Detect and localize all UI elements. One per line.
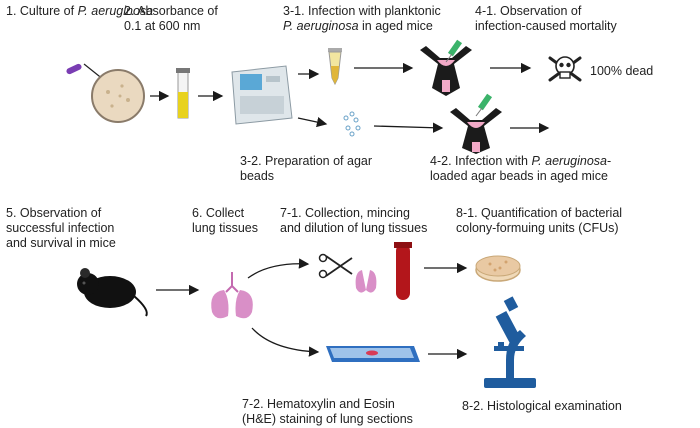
step-3-1-line2: in aged mice	[358, 19, 433, 33]
step-4-2-line2: loaded agar beads in aged mice	[430, 169, 608, 183]
step-4-1-line1: 4-1. Observation of	[475, 4, 582, 18]
microscope-icon	[484, 296, 536, 388]
step-4-2-label: 4-2. Infection with P. aeruginosa- loade…	[430, 154, 611, 184]
petri-dish-icon	[475, 255, 521, 282]
step-7-1-line1: 7-1. Collection, mincing	[280, 206, 410, 220]
step-3-1-organism: P. aeruginosa	[283, 19, 359, 33]
blood-tube-icon	[394, 242, 412, 300]
step-2-line2: 0.1 at 600 nm	[124, 19, 201, 33]
step-8-2-label: 8-2. Histological examination	[462, 399, 622, 414]
bacterium-icon	[66, 63, 105, 81]
step-3-2-line1: 3-2. Preparation of agar	[240, 154, 373, 168]
step-8-1-line2: colony-formuing units (CFUs)	[456, 221, 619, 235]
step-5-line3: and survival in mice	[6, 236, 116, 250]
step-4-2-dash: -	[606, 154, 612, 168]
aged-mouse-beads-infection-icon	[450, 108, 502, 154]
arrow-6-to-7-1	[247, 258, 310, 279]
step-5-label: 5. Observation of successful infection a…	[6, 206, 116, 251]
step-1-label: 1. Culture of P. aeruginosa	[6, 4, 153, 19]
step-7-2-line2: (H&E) staining of lung sections	[242, 412, 413, 426]
step-8-2-line1: 8-2. Histological examination	[462, 399, 622, 413]
step-3-1-line1: 3-1. Infection with planktonic	[283, 4, 441, 18]
cuvette-icon	[176, 68, 190, 119]
step-5-line2: successful infection	[6, 221, 115, 235]
arrow-2-to-3-2	[297, 117, 328, 128]
step-6-label: 6. Collect lung tissues	[192, 206, 258, 236]
step-7-2-label: 7-2. Hematoxylin and Eosin (H&E) stainin…	[242, 397, 413, 427]
minced-lung-icon	[355, 270, 377, 293]
step-3-1-label: 3-1. Infection with planktonic P. aerugi…	[283, 4, 441, 34]
step-7-1-label: 7-1. Collection, mincing and dilution of…	[280, 206, 427, 236]
step-2-label: 2. Absorbance of 0.1 at 600 nm	[124, 4, 218, 34]
lungs-icon	[211, 272, 253, 319]
step-5-line1: 5. Observation of	[6, 206, 102, 220]
agar-beads-icon	[343, 111, 361, 137]
step-3-2-line2: beads	[240, 169, 275, 183]
step-4-2-line1: 4-2. Infection with	[430, 154, 532, 168]
step-8-1-label: 8-1. Quantification of bacterial colony-…	[456, 206, 622, 236]
microtube-icon	[328, 48, 342, 86]
step-2-line1: 2. Absorbance of	[124, 4, 218, 18]
scissors-icon	[318, 253, 353, 279]
syringe-icon	[445, 39, 463, 63]
skull-icon	[548, 56, 582, 82]
syringe-icon-2	[475, 93, 493, 117]
step-7-2-line1: 7-2. Hematoxylin and Eosin	[242, 397, 395, 411]
step-4-1-label: 4-1. Observation of infection-caused mor…	[475, 4, 617, 34]
step-3-2-label: 3-2. Preparation of agar beads	[240, 154, 372, 184]
step-6-line2: lung tissues	[192, 221, 259, 235]
step-8-1-line1: 8-1. Quantification of bacterial	[456, 206, 623, 220]
dead-label: 100% dead	[590, 64, 654, 78]
aged-mouse-infection-icon	[420, 46, 472, 96]
step-1-organism: P. aeruginosa	[77, 4, 154, 18]
microscope-slide-icon	[326, 346, 420, 362]
step-6-line1: 6. Collect	[192, 206, 245, 220]
arrow-6-to-7-2	[251, 327, 320, 357]
spectrophotometer-icon	[231, 65, 293, 125]
step-4-2-organism: P. aeruginosa	[531, 154, 607, 168]
step-4-1-line2: infection-caused mortality	[475, 19, 617, 33]
step-7-1-line2: and dilution of lung tissues	[280, 221, 428, 235]
arrow-3-2-to-mouse	[373, 122, 444, 133]
culture-dish-icon	[91, 69, 145, 123]
black-mouse-icon	[77, 268, 148, 317]
step-1-text: 1. Culture of	[6, 4, 78, 18]
